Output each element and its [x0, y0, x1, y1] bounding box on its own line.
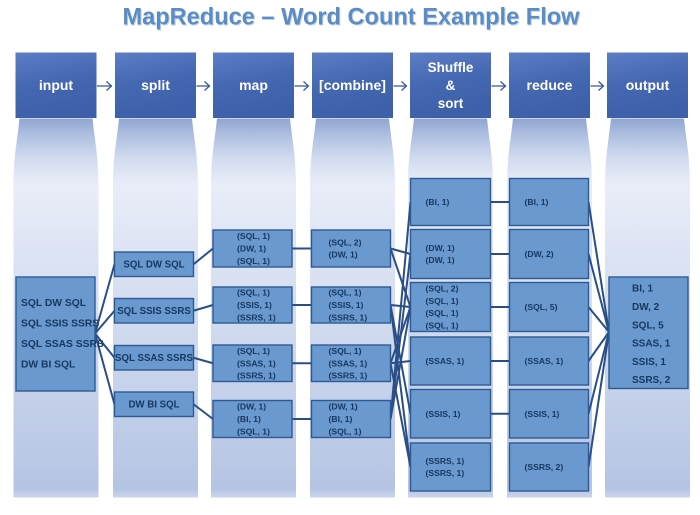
- svg-text:(SQL, 2): (SQL, 2): [329, 237, 362, 247]
- svg-text:(SSIS, 1): (SSIS, 1): [525, 409, 560, 419]
- svg-text:(DW, 1): (DW, 1): [237, 402, 266, 412]
- svg-text:(SSAS, 1): (SSAS, 1): [237, 358, 276, 368]
- svg-text:(SSRS, 1): (SSRS, 1): [426, 456, 465, 466]
- svg-text:SQL SSIS SSRS: SQL SSIS SSRS: [117, 306, 191, 317]
- svg-text:DW BI SQL: DW BI SQL: [128, 400, 179, 411]
- svg-text:(SQL, 1): (SQL, 1): [329, 288, 362, 298]
- svg-text:(BI, 1): (BI, 1): [329, 414, 353, 424]
- svg-text:(SSRS, 1): (SSRS, 1): [426, 468, 465, 478]
- svg-text:(SSAS, 1): (SSAS, 1): [525, 356, 564, 366]
- svg-text:(BI, 1): (BI, 1): [525, 197, 549, 207]
- svg-text:(SQL, 5): (SQL, 5): [525, 302, 558, 312]
- svg-text:SSAS, 1: SSAS, 1: [632, 339, 671, 350]
- svg-text:&: &: [446, 78, 456, 93]
- svg-text:SQL SSAS SSRS: SQL SSAS SSRS: [115, 353, 193, 364]
- svg-text:(SSAS, 1): (SSAS, 1): [426, 356, 465, 366]
- svg-text:(SSIS, 1): (SSIS, 1): [329, 300, 364, 310]
- svg-text:(SSRS, 1): (SSRS, 1): [237, 371, 276, 381]
- svg-text:(DW, 1): (DW, 1): [329, 402, 358, 412]
- svg-text:(DW, 1): (DW, 1): [426, 255, 455, 265]
- svg-text:(SQL, 2): (SQL, 2): [426, 283, 459, 293]
- svg-text:(SSIS, 1): (SSIS, 1): [426, 409, 461, 419]
- svg-text:(DW, 1): (DW, 1): [237, 244, 266, 254]
- svg-text:DW BI SQL: DW BI SQL: [21, 359, 75, 370]
- svg-text:(SQL, 1): (SQL, 1): [237, 256, 270, 266]
- svg-text:(SSRS, 1): (SSRS, 1): [237, 312, 276, 322]
- svg-text:(SSRS, 1): (SSRS, 1): [329, 371, 368, 381]
- svg-text:(BI, 1): (BI, 1): [426, 197, 450, 207]
- svg-text:map: map: [239, 77, 268, 93]
- svg-text:input: input: [39, 77, 74, 93]
- svg-text:(SQL, 1): (SQL, 1): [426, 321, 459, 331]
- svg-text:SSIS, 1: SSIS, 1: [632, 357, 666, 368]
- svg-text:(SQL, 1): (SQL, 1): [237, 426, 270, 436]
- svg-text:Shuffle: Shuffle: [428, 60, 474, 75]
- svg-text:(SQL, 1): (SQL, 1): [426, 296, 459, 306]
- svg-text:(BI, 1): (BI, 1): [237, 414, 261, 424]
- svg-text:SQL DW SQL: SQL DW SQL: [21, 298, 86, 309]
- svg-text:MapReduce – Word Count Example: MapReduce – Word Count Example Flow: [123, 6, 581, 32]
- svg-text:(SQL, 1): (SQL, 1): [329, 426, 362, 436]
- svg-text:[combine]: [combine]: [319, 77, 386, 93]
- svg-text:(SQL, 1): (SQL, 1): [237, 231, 270, 241]
- svg-text:(SSRS, 1): (SSRS, 1): [329, 312, 368, 322]
- svg-text:SQL, 5: SQL, 5: [632, 320, 664, 331]
- svg-text:DW, 2: DW, 2: [632, 302, 660, 313]
- svg-text:(SSIS, 1): (SSIS, 1): [237, 300, 272, 310]
- svg-text:(SQL, 1): (SQL, 1): [237, 346, 270, 356]
- svg-text:reduce: reduce: [527, 77, 573, 93]
- svg-text:SQL SSIS SSRS: SQL SSIS SSRS: [21, 319, 99, 330]
- svg-text:(DW, 1): (DW, 1): [426, 243, 455, 253]
- svg-text:(SQL, 1): (SQL, 1): [237, 288, 270, 298]
- svg-text:MapReduce – Word Count Example: MapReduce – Word Count Example Flow: [122, 5, 580, 31]
- svg-text:(SQL, 1): (SQL, 1): [329, 346, 362, 356]
- svg-text:SQL SSAS SSRS: SQL SSAS SSRS: [21, 339, 104, 350]
- svg-text:(DW, 2): (DW, 2): [525, 249, 554, 259]
- svg-text:SQL DW SQL: SQL DW SQL: [123, 260, 184, 271]
- svg-text:(SSAS, 1): (SSAS, 1): [329, 358, 368, 368]
- svg-text:(SQL, 1): (SQL, 1): [426, 308, 459, 318]
- svg-text:(SSRS, 2): (SSRS, 2): [525, 462, 564, 472]
- svg-text:SSRS, 2: SSRS, 2: [632, 375, 671, 386]
- svg-text:BI, 1: BI, 1: [632, 284, 654, 295]
- svg-text:output: output: [626, 77, 670, 93]
- svg-text:(DW, 1): (DW, 1): [329, 250, 358, 260]
- svg-text:split: split: [141, 77, 170, 93]
- svg-text:sort: sort: [438, 96, 464, 111]
